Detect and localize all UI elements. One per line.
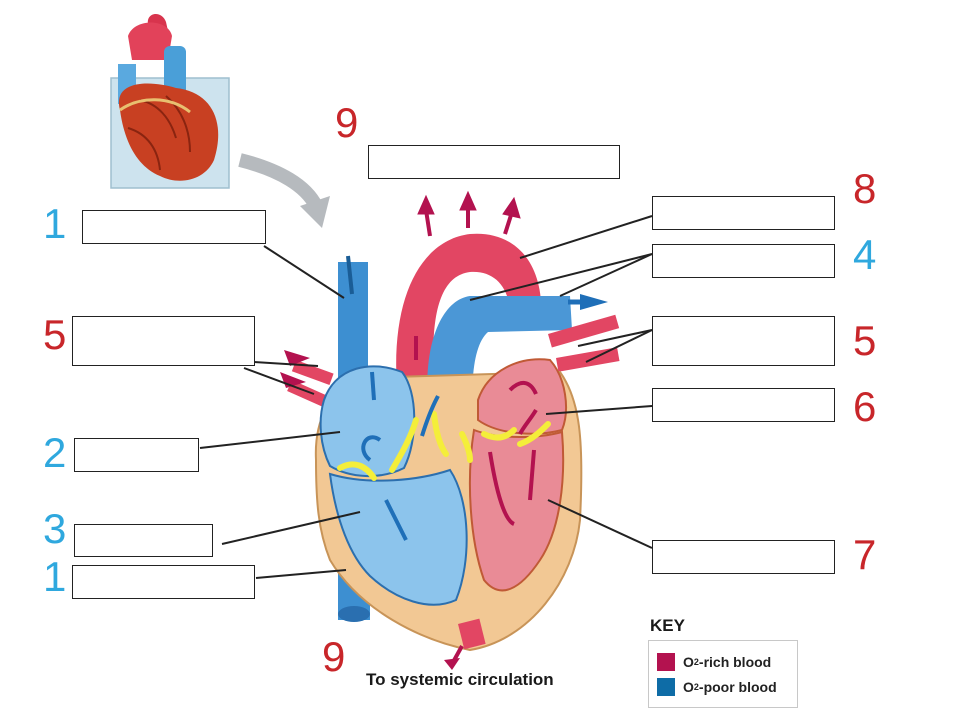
right-atrium [319, 365, 416, 478]
label-number-9-bottom: 9 [322, 633, 346, 680]
label-number-4: 4 [853, 231, 877, 278]
curved-arrow-icon [238, 153, 323, 210]
poor-o2-sub: 2 [693, 682, 699, 692]
rich-o2-prefix: O [683, 654, 694, 670]
heart-valves [337, 411, 551, 481]
label-number-6: 6 [853, 383, 877, 430]
answer-box-9-top[interactable] [368, 145, 620, 179]
answer-box-3[interactable] [74, 524, 213, 557]
systemic-circulation-caption: To systemic circulation [366, 670, 554, 689]
rich-o2-sub: 2 [693, 657, 699, 667]
label-number-3: 3 [43, 505, 67, 552]
blue-flow-arrows [361, 371, 440, 541]
right-ventricle [328, 468, 468, 606]
arrow-head-icon [300, 196, 330, 228]
label-number-5-right: 5 [853, 317, 877, 364]
label-number-8: 8 [853, 165, 877, 212]
answer-box-5-left[interactable] [72, 316, 255, 366]
label-number-2: 2 [43, 429, 67, 476]
poor-blood-label: -poor blood [698, 679, 777, 695]
answer-box-5-right[interactable] [652, 316, 835, 366]
key-title: KEY [650, 616, 685, 635]
answer-box-4[interactable] [652, 244, 835, 278]
answer-box-1-top[interactable] [82, 210, 266, 244]
red-flow-arrows [414, 336, 538, 526]
label-number-1-bottom: 1 [43, 553, 67, 600]
answer-box-7[interactable] [652, 540, 835, 574]
poor-blood-swatch [657, 678, 675, 696]
label-number-7: 7 [853, 531, 877, 578]
label-number-5-left: 5 [43, 311, 67, 358]
label-number-1-top: 1 [43, 200, 67, 247]
poor-o2-prefix: O [683, 679, 694, 695]
left-atrium [477, 358, 567, 435]
descending-aorta [457, 618, 486, 650]
leader-lines [199, 215, 653, 579]
aorta-flow-arrows [417, 190, 521, 237]
answer-box-1-bottom[interactable] [72, 565, 255, 599]
label-number-9-top: 9 [335, 99, 359, 146]
pulmonary-arrow-icon [580, 294, 608, 310]
thumbnail-heart [110, 13, 230, 189]
answer-box-6[interactable] [652, 388, 835, 422]
rich-blood-swatch [657, 653, 675, 671]
answer-box-8[interactable] [652, 196, 835, 230]
rich-blood-label: -rich blood [698, 654, 772, 670]
answer-box-2[interactable] [74, 438, 199, 472]
